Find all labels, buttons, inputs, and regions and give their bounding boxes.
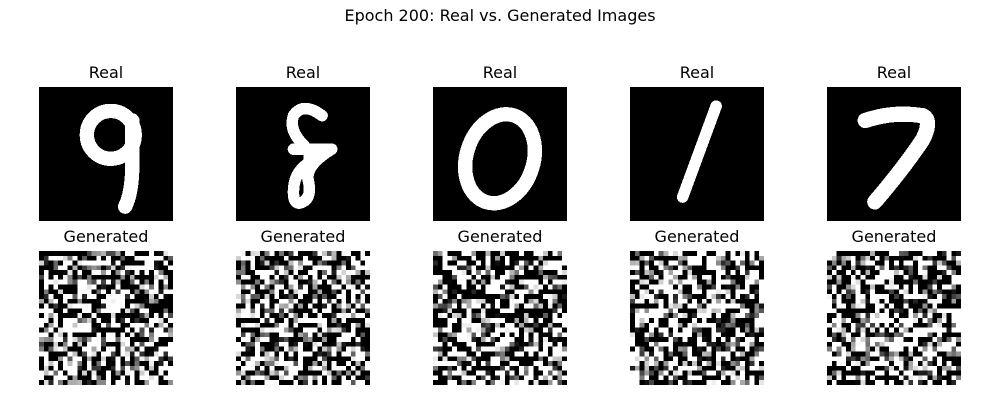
- generated-noise-image: [433, 251, 567, 385]
- generated-noise-image: [236, 251, 370, 385]
- real-panel-title: Real: [679, 63, 715, 82]
- generated-noise-image: [827, 251, 961, 385]
- real-panel-title: Real: [285, 63, 321, 82]
- generated-noise-image: [630, 251, 764, 385]
- real-panel-title: Real: [876, 63, 912, 82]
- generated-panel-title: Generated: [654, 227, 740, 246]
- real-panel-title: Real: [88, 63, 124, 82]
- real-digit-image: [39, 87, 173, 221]
- real-digit-image: [433, 87, 567, 221]
- real-digit-image: [630, 87, 764, 221]
- generated-panel-title: Generated: [851, 227, 937, 246]
- generated-panel-title: Generated: [63, 227, 149, 246]
- generated-panel-title: Generated: [260, 227, 346, 246]
- generated-noise-image: [39, 251, 173, 385]
- real-panel-title: Real: [482, 63, 518, 82]
- real-digit-image: [827, 87, 961, 221]
- real-digit-image: [236, 87, 370, 221]
- figure-title: Epoch 200: Real vs. Generated Images: [344, 6, 656, 25]
- generated-panel-title: Generated: [457, 227, 543, 246]
